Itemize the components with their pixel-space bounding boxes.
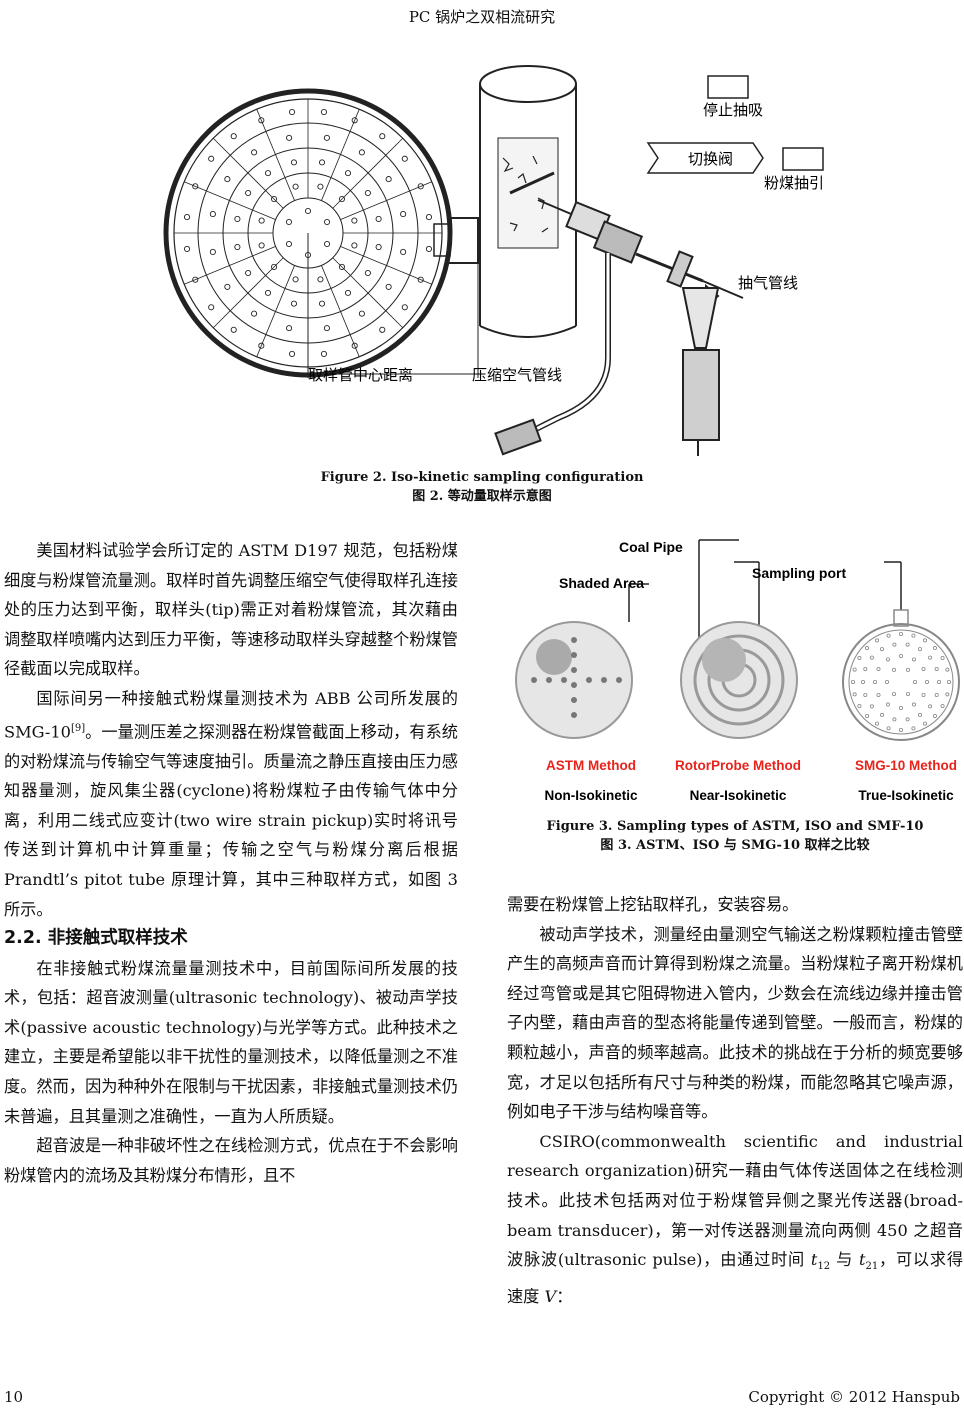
section-heading: 2.2. 非接触式取样技术 [4, 928, 188, 949]
paragraph-ultrasonic: 超音波是一种非破坏性之在线检测方式，优点在于不会影响粉煤管内的流场及其粉煤分布情… [4, 1136, 458, 1185]
paragraph-smg10-a: 国际间另一种接触式粉煤量测技术为 ABB 公司所发展的 SMG-10 [4, 688, 458, 741]
paragraph-csiro: CSIRO(commonwealth scientific and indust… [507, 1127, 963, 1312]
label-boxes [646, 75, 824, 174]
rotorprobe-pipe [680, 621, 798, 739]
paragraph-csiro-a: CSIRO(commonwealth scientific and indust… [507, 1131, 963, 1270]
label-sampling-distance: 取样管中心距离 [308, 366, 413, 384]
smg10-method-label: SMG-10 Method [855, 758, 957, 773]
astm-method-label: ASTM Method [546, 758, 636, 773]
paragraph-smg10: 国际间另一种接触式粉煤量测技术为 ABB 公司所发展的 SMG-10[9]。一量… [4, 684, 458, 924]
astm-pipe [515, 621, 633, 739]
label-switch-valve: 切换阀 [688, 150, 733, 168]
figure-3-caption: Figure 3. Sampling types of ASTM, ISO an… [507, 817, 963, 855]
symbol-t12: t [810, 1250, 818, 1270]
paragraph-csiro-mid: 与 [830, 1250, 859, 1270]
paragraph-csiro-end: ： [556, 1286, 573, 1306]
probe-assembly [494, 199, 744, 456]
paragraph-astm: 美国材料试验学会所订定的 ASTM D197 规范，包括粉煤细度与粉煤管流量测。… [4, 541, 458, 679]
copyright: Copyright © 2012 Hanspub [748, 1388, 960, 1406]
citation-ref: [9] [70, 722, 86, 734]
symbol-t21: t [858, 1250, 866, 1270]
right-column: 需要在粉煤管上挖钻取样孔，安装容易。 被动声学技术，测量经由量测空气输送之粉煤颗… [507, 890, 963, 1312]
figure-2-diagram: 停止抽吸 切换阀 粉煤抽引 抽气管线 取样管中心距离 压缩空气管线 [163, 65, 824, 456]
label-coal-pipe: Coal Pipe [619, 539, 683, 555]
smg10-pipe [842, 609, 960, 741]
subscript-12: 12 [817, 1261, 831, 1273]
label-stop-suction: 停止抽吸 [703, 101, 763, 119]
paragraph-continuation: 需要在粉煤管上挖钻取样孔，安装容易。 [507, 895, 799, 914]
symbol-v: V [544, 1286, 557, 1306]
sampling-column [479, 65, 577, 338]
true-isokinetic-label: True-Isokinetic [858, 788, 954, 803]
paragraph-passive-acoustic: 被动声学技术，测量经由量测空气输送之粉煤颗粒撞击管壁产生的高频声音而计算得到粉煤… [507, 924, 963, 1122]
subscript-21: 21 [865, 1261, 879, 1273]
non-isokinetic-label: Non-Isokinetic [544, 788, 638, 803]
pipe-cross-section [163, 88, 479, 378]
label-exhaust-line: 抽气管线 [738, 274, 798, 292]
label-compressed-air-line: 压缩空气管线 [472, 366, 562, 384]
label-sampling-port: Sampling port [752, 565, 846, 581]
left-column: 美国材料试验学会所订定的 ASTM D197 规范，包括粉煤细度与粉煤管流量测。… [4, 536, 458, 1190]
near-isokinetic-label: Near-Isokinetic [690, 788, 787, 803]
figure-2-caption-en: Figure 2. Iso-kinetic sampling configura… [320, 470, 644, 485]
figure-3-diagram: Coal Pipe Shaded Area Sampling port ASTM… [515, 539, 960, 803]
paragraph-noncontact: 在非接触式粉煤流量量测技术中，目前国际间所发展的技术，包括：超音波测量(ultr… [4, 958, 458, 1126]
figure-2-caption: Figure 2. Iso-kinetic sampling configura… [0, 468, 964, 506]
figure-3-caption-zh: 图 3. ASTM、ISO 与 SMG-10 取样之比较 [600, 838, 870, 853]
label-coal-extraction: 粉煤抽引 [764, 174, 824, 192]
figure-2-caption-zh: 图 2. 等动量取样示意图 [412, 489, 552, 504]
figure-3-caption-en: Figure 3. Sampling types of ASTM, ISO an… [546, 819, 924, 834]
paragraph-smg10-b: 。一量测压差之探测器在粉煤管截面上移动，有系统的对粉煤流与传输空气等速度抽引。质… [4, 721, 458, 919]
running-header: PC 锅炉之双相流研究 [408, 8, 556, 26]
label-shaded-area: Shaded Area [559, 575, 644, 591]
rotorprobe-method-label: RotorProbe Method [675, 758, 801, 773]
page-number: 10 [4, 1388, 24, 1406]
paragraph-csiro-c: ，可以求得速度 [507, 1250, 964, 1306]
